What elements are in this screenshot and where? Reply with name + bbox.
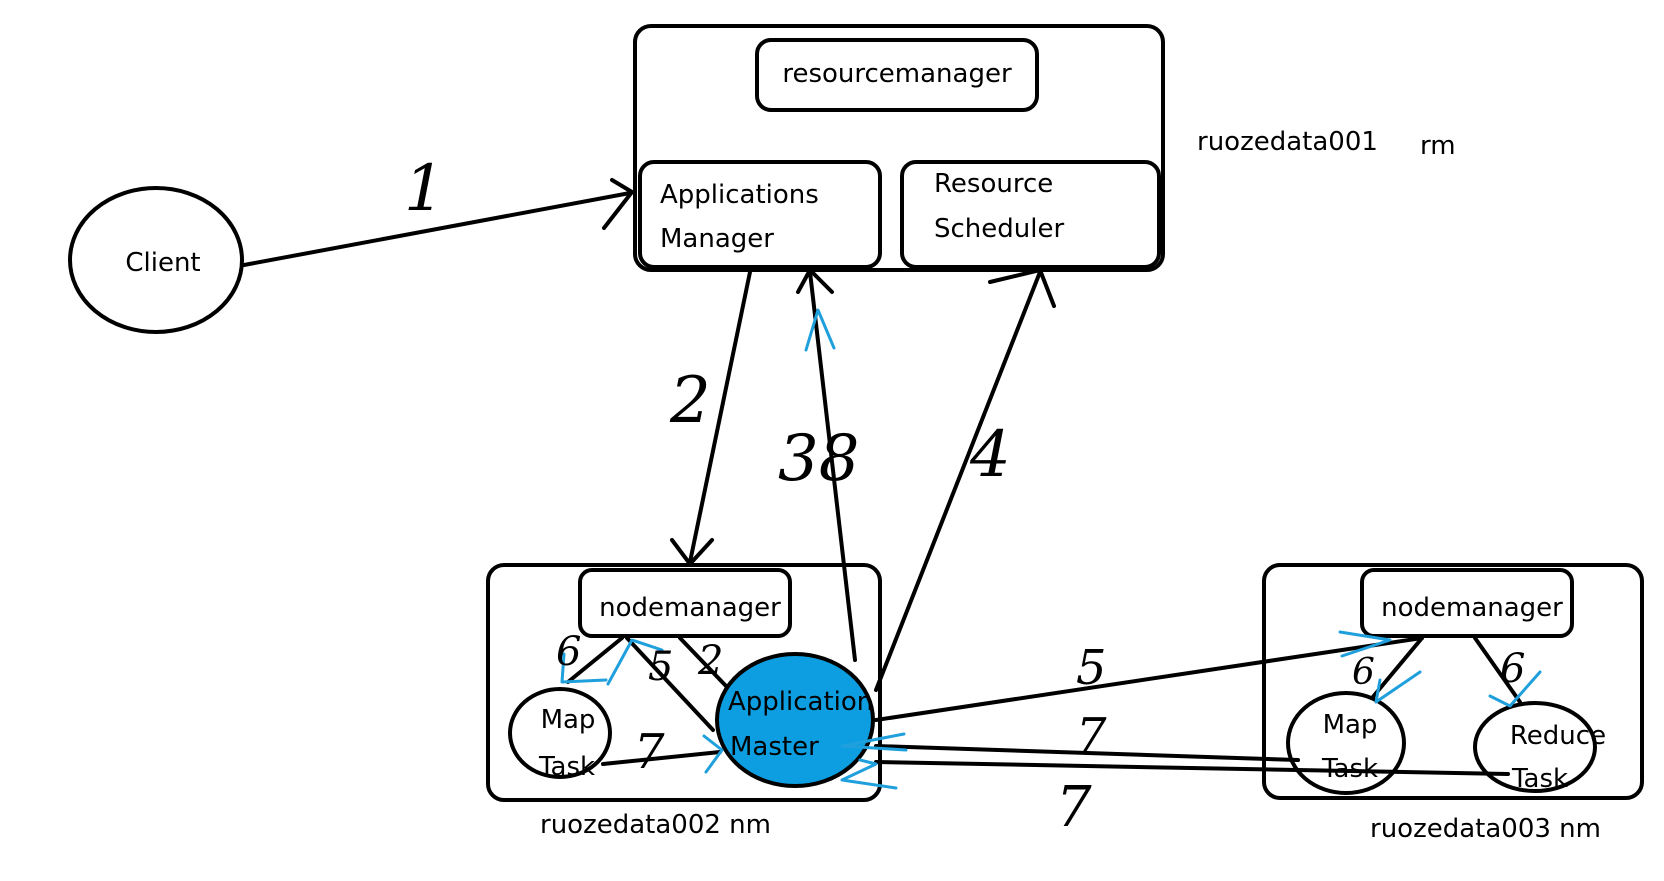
line-right-nodemanager-to-map bbox=[1370, 636, 1424, 700]
line-nodemanager-to-am-b bbox=[678, 636, 728, 688]
resourcemanager-box bbox=[755, 38, 1039, 112]
line-map-left-to-am bbox=[601, 750, 722, 766]
map-task-left-label-2: Task bbox=[538, 752, 595, 782]
client-node bbox=[68, 186, 244, 334]
rm-role-label: rm bbox=[1420, 131, 1456, 161]
arrow-map-left-to-am-accent bbox=[702, 734, 724, 774]
step-label-client-to-apps-manager: 1 bbox=[404, 152, 445, 226]
arrow-am-to-scheduler-head bbox=[988, 268, 1056, 308]
arrow-am-to-apps-manager-accent bbox=[804, 308, 836, 352]
arrow-right-tasks-to-am-accent-a bbox=[840, 732, 908, 752]
reduce-task-label-1: Reduce bbox=[1510, 721, 1606, 751]
resourcemanager-label: resourcemanager bbox=[782, 59, 1012, 89]
arrow-client-to-apps-manager-head bbox=[602, 178, 634, 230]
step-label-left-nodemanager-to-am: 2 bbox=[697, 638, 723, 684]
step-label-left-nodemanager-to-map: 6 bbox=[556, 629, 581, 675]
step-label-reduce-to-am: 7 bbox=[1056, 775, 1092, 840]
applications-manager-label-2: Manager bbox=[660, 224, 774, 254]
nm1-host-label: ruozedata002 nm bbox=[540, 810, 771, 840]
line-right-nodemanager-to-reduce bbox=[1473, 636, 1522, 704]
resource-scheduler-label-2: Scheduler bbox=[934, 214, 1064, 244]
arrow-right-tasks-to-am-accent-b bbox=[840, 758, 898, 790]
nm2-host-label: ruozedata003 nm bbox=[1370, 814, 1601, 844]
line-nodemanager-to-map-left bbox=[566, 636, 624, 684]
nodemanager-right-label: nodemanager bbox=[1381, 593, 1563, 623]
client-label: Client bbox=[125, 248, 200, 278]
map-task-right-label-1: Map bbox=[1323, 710, 1378, 740]
step-label-apps-manager-to-nodemanager: 2 bbox=[669, 364, 711, 438]
applications-manager-box bbox=[638, 160, 882, 269]
arrow-am-to-right-nodemanager-accent bbox=[1338, 630, 1392, 658]
step-label-am-to-apps-manager: 38 bbox=[778, 422, 859, 496]
nodemanager-left-label: nodemanager bbox=[599, 593, 781, 623]
step-label-right-nodemanager-to-reduce: 6 bbox=[1500, 646, 1525, 692]
arrow-apps-manager-to-nodemanager bbox=[688, 270, 752, 564]
application-master-label-1: Application bbox=[728, 687, 873, 717]
resource-scheduler-box bbox=[900, 160, 1161, 269]
map-task-left-node bbox=[508, 687, 612, 779]
step-label-right-nodemanager-to-map: 6 bbox=[1352, 652, 1375, 693]
nodemanager-left-box bbox=[578, 568, 792, 638]
arrow-am-to-nodemanager-left-accent bbox=[606, 638, 664, 686]
nodemanager-right-box bbox=[1360, 568, 1574, 638]
line-reduce-to-am bbox=[874, 760, 1510, 776]
arrow-am-to-scheduler bbox=[874, 270, 1042, 692]
step-label-am-to-right-nodemanager: 5 bbox=[1076, 640, 1107, 696]
applications-manager-label-1: Applications bbox=[660, 180, 819, 210]
arrow-apps-manager-to-nodemanager-head bbox=[670, 538, 714, 566]
arrow-right-nodemanager-to-map-accent bbox=[1374, 670, 1422, 704]
nm2-container bbox=[1262, 563, 1644, 800]
arrow-client-to-apps-manager bbox=[242, 191, 632, 267]
rm-container bbox=[633, 24, 1165, 272]
arrow-nodemanager-to-map-left-accent bbox=[560, 652, 608, 684]
step-label-am-to-scheduler: 4 bbox=[969, 418, 1011, 492]
application-master-node bbox=[715, 652, 875, 788]
resource-scheduler-label-1: Resource bbox=[934, 169, 1053, 199]
step-label-left-map-to-am: 7 bbox=[634, 724, 665, 780]
map-task-left-label-1: Map bbox=[541, 705, 596, 735]
line-nodemanager-to-am-a bbox=[625, 636, 715, 732]
step-label-right-map-to-am: 7 bbox=[1076, 708, 1107, 764]
arrow-am-to-right-nodemanager bbox=[874, 636, 1424, 722]
application-master-label-2: Master bbox=[730, 732, 819, 762]
arrow-am-to-apps-manager-head bbox=[796, 268, 834, 294]
map-task-right-node bbox=[1286, 691, 1406, 795]
line-right-map-to-am bbox=[874, 744, 1300, 762]
reduce-task-node bbox=[1473, 701, 1597, 793]
arrow-right-nodemanager-to-reduce-accent bbox=[1488, 670, 1542, 708]
arrow-am-to-apps-manager bbox=[808, 270, 857, 662]
reduce-task-label-2: Task bbox=[1511, 764, 1568, 794]
rm-host-label: ruozedata001 bbox=[1197, 127, 1378, 157]
step-label-am-to-left-nodemanager: 5 bbox=[648, 644, 673, 690]
